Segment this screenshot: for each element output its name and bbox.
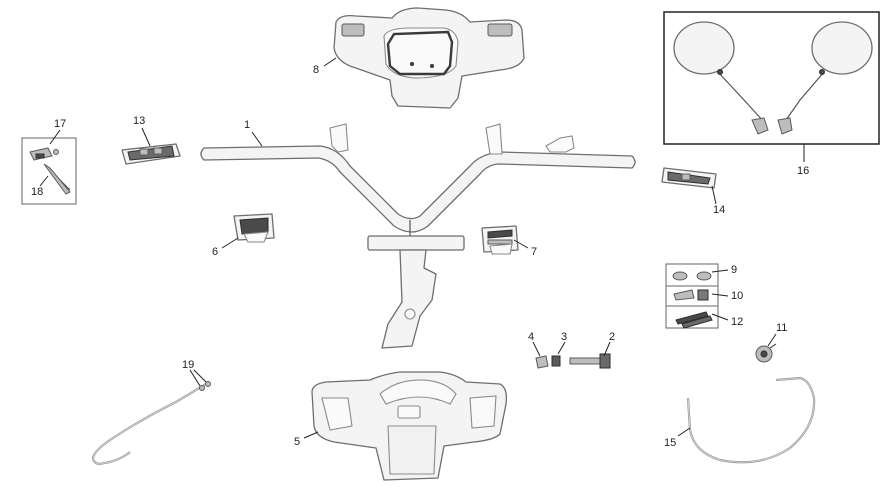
callout-4: 4 — [528, 331, 534, 343]
callout-5: 5 — [294, 436, 300, 448]
callout-2: 2 — [609, 331, 615, 343]
part-right-indicator — [481, 225, 519, 255]
part-handlebar-rear-cover — [311, 371, 508, 481]
callout-12: 12 — [731, 316, 743, 328]
part-left-indicator — [233, 213, 275, 243]
callout-11: 11 — [776, 322, 787, 334]
callout-18: 18 — [31, 186, 43, 198]
callout-19: 19 — [182, 359, 194, 371]
callout-1: 1 — [244, 119, 250, 131]
callout-16: 16 — [797, 165, 809, 177]
part-small-parts-set — [665, 263, 719, 329]
part-right-switch — [661, 167, 717, 189]
callout-7: 7 — [531, 246, 537, 258]
leader-lines — [39, 57, 805, 439]
part-cable-clamp — [755, 343, 777, 363]
part-left-switch — [121, 143, 181, 165]
callout-14: 14 — [713, 204, 725, 216]
callout-3: 3 — [561, 331, 567, 343]
callout-8: 8 — [313, 64, 319, 76]
callout-13: 13 — [133, 115, 145, 127]
callout-6: 6 — [212, 246, 218, 258]
callout-9: 9 — [731, 264, 737, 276]
callout-10: 10 — [731, 290, 743, 302]
part-lever-assembly — [21, 137, 77, 205]
callout-labels: 1 2 3 4 5 6 7 8 9 10 11 12 13 14 15 16 1… — [31, 64, 809, 449]
part-bolt-collar-nut — [535, 353, 611, 369]
part-cable-15 — [686, 376, 816, 464]
part-cable-19 — [92, 381, 211, 466]
part-handlebar-front-cover — [333, 7, 525, 109]
callout-15: 15 — [664, 437, 676, 449]
part-handlebar — [200, 123, 636, 349]
part-mirrors — [663, 11, 880, 145]
callout-17: 17 — [54, 118, 66, 130]
